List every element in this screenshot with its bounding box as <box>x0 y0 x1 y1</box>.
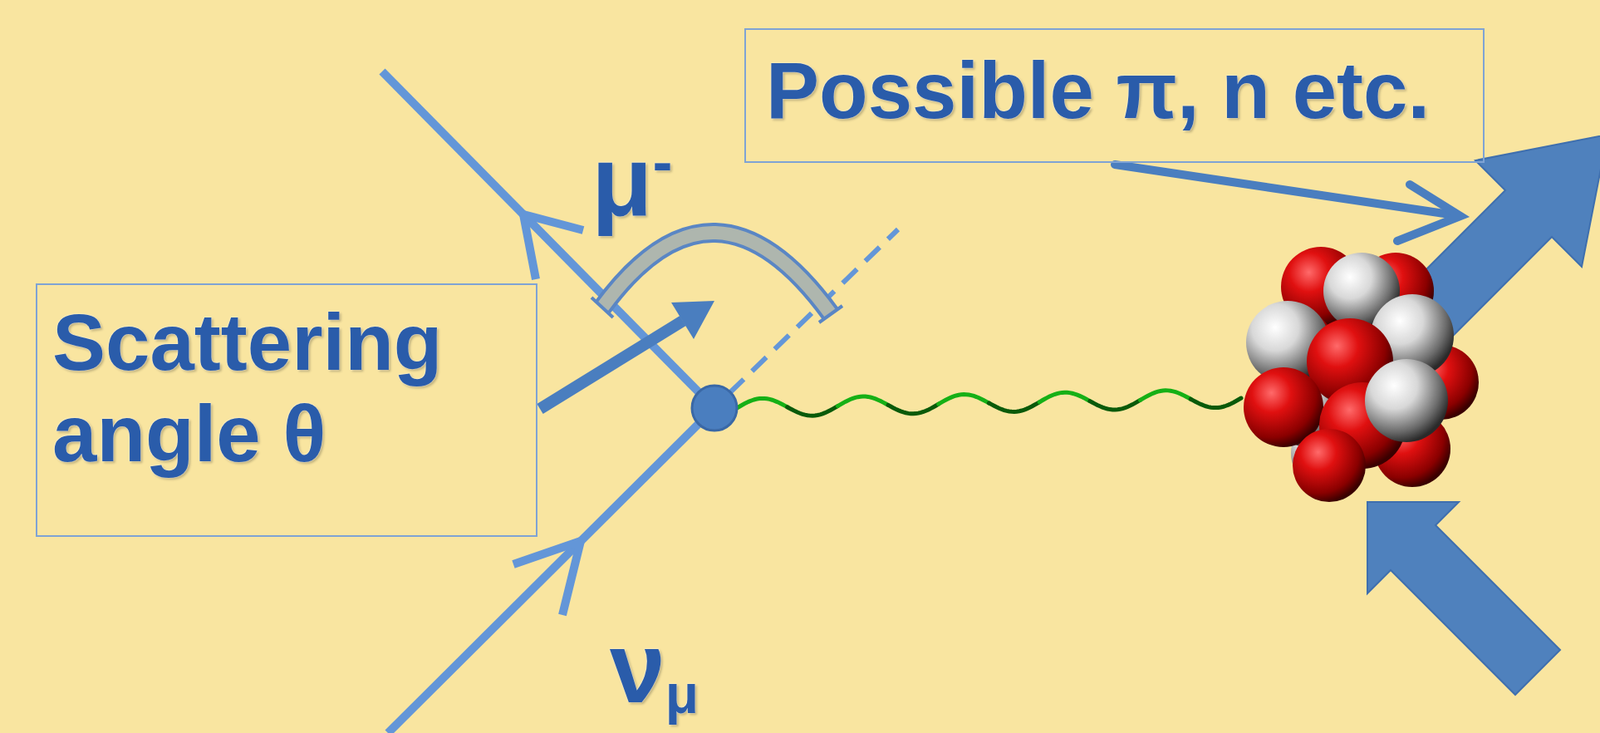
wave-segment <box>736 397 788 408</box>
nucleus <box>1243 246 1479 502</box>
arc-end-bar <box>591 297 614 318</box>
text-box: Scattering angle θ <box>35 283 538 537</box>
neutron-sphere <box>1364 358 1448 442</box>
pointer-arrow <box>1114 164 1456 216</box>
wave-segment <box>787 406 839 417</box>
incoming-arrow <box>1367 501 1561 695</box>
box-text: Scattering angle θ <box>52 296 521 481</box>
wave-segment <box>1190 397 1242 408</box>
proton-sphere <box>1292 428 1366 502</box>
box-text: Possible π, n etc. <box>765 44 1463 137</box>
direction-chevron <box>523 214 584 280</box>
neutrino-line <box>387 407 715 733</box>
angle-arc-outline <box>602 232 831 315</box>
symbol-base: μ <box>591 124 653 236</box>
arc-end-bar <box>819 305 843 323</box>
wave-segment <box>1140 390 1192 401</box>
direction-chevron <box>513 540 581 615</box>
superscript: - <box>652 127 673 195</box>
particle-label: νμ <box>609 617 699 717</box>
pointer-arrow <box>539 320 683 409</box>
pointer-chevron <box>1397 184 1461 241</box>
wave-segment <box>888 403 939 414</box>
particle-label: μ- <box>591 130 673 231</box>
angle-arc <box>602 232 831 315</box>
symbol-base: ν <box>609 611 666 723</box>
wave-segment <box>837 396 889 407</box>
subscript: μ <box>665 662 699 725</box>
text-box: Possible π, n etc. <box>744 28 1485 163</box>
boson-wave <box>736 390 1242 416</box>
wave-segment <box>1039 392 1090 403</box>
wave-segment <box>1089 399 1141 410</box>
wave-segment <box>938 394 990 405</box>
pointer-arrowhead <box>671 300 715 339</box>
wave-segment <box>989 402 1041 413</box>
vertex-dot <box>692 385 737 431</box>
